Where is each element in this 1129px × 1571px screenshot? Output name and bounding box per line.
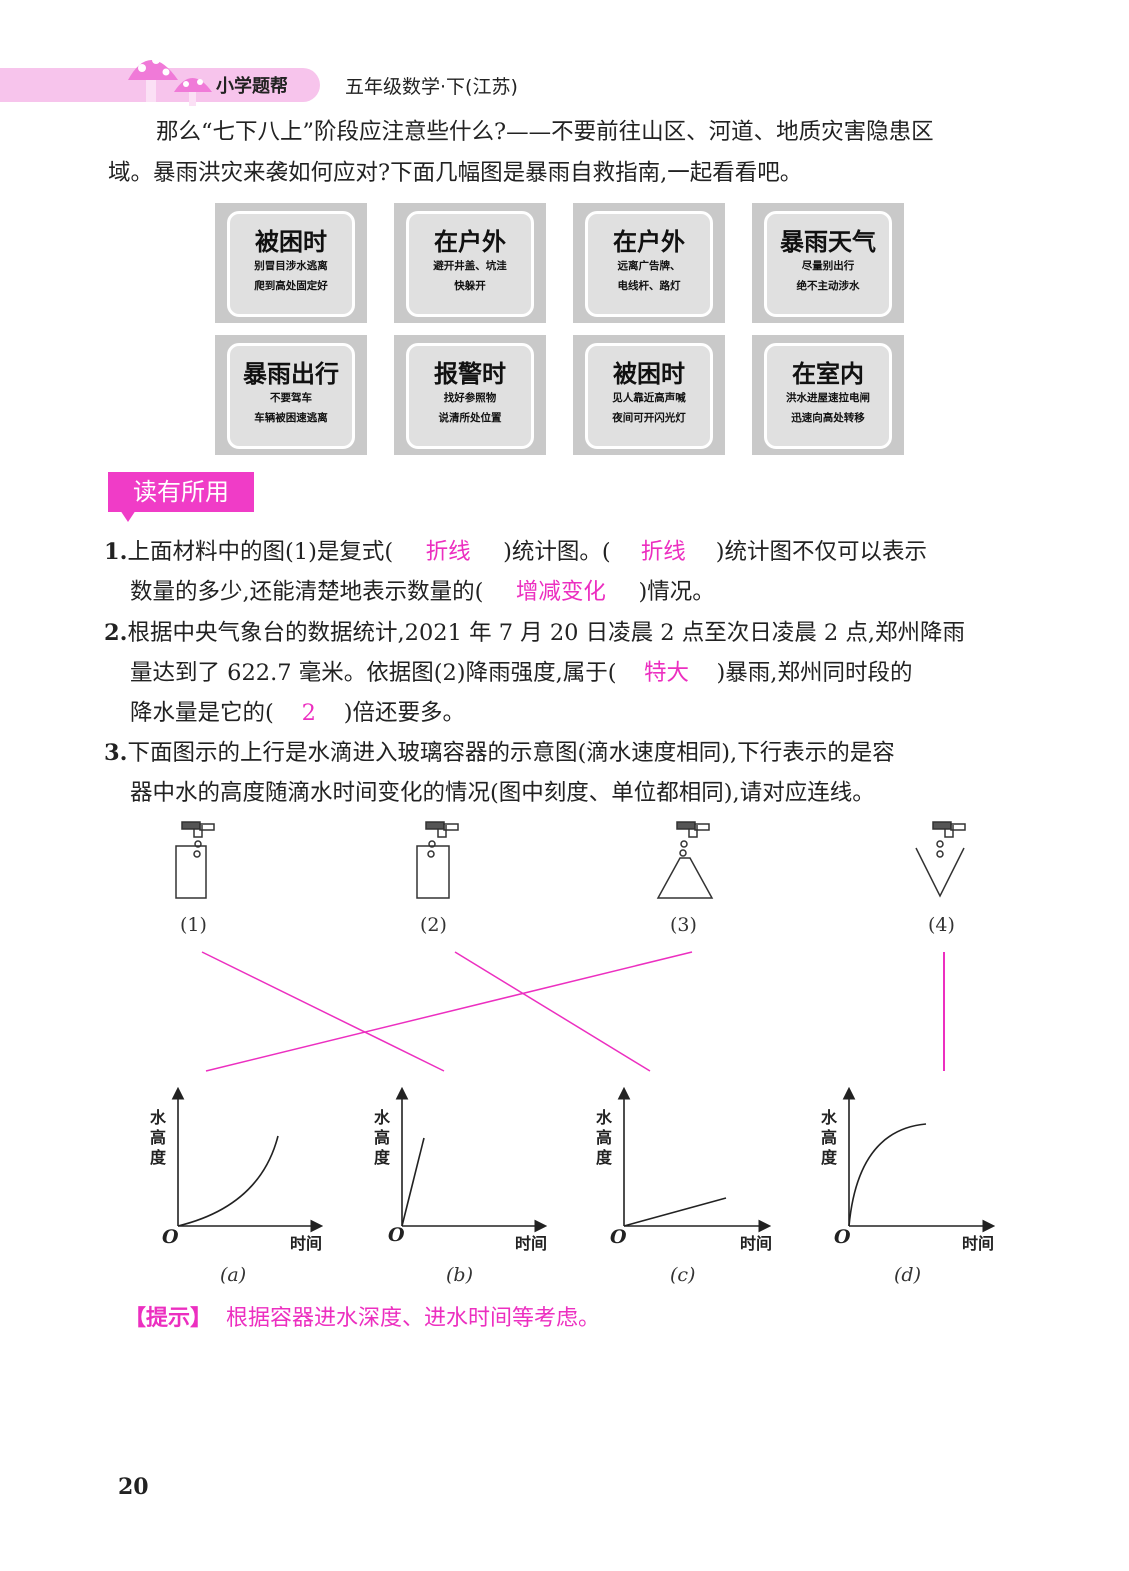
- faucet-icon: [676, 821, 710, 857]
- page-number: 20: [118, 1474, 149, 1500]
- container-narrow: [416, 845, 450, 899]
- container-tall-wide: [175, 845, 207, 899]
- guide-tile: 被困时见人靠近高声喊夜间可开闪光灯: [573, 335, 725, 455]
- graph-xlabel: 时间: [740, 1234, 773, 1253]
- hint-text: 根据容器进水深度、进水时间等考虑。: [226, 1306, 601, 1331]
- graph-label: (a): [220, 1264, 247, 1286]
- guide-tile: 暴雨出行不要驾车车辆被困速逃离: [215, 335, 367, 455]
- graph-ylabel: 水高度: [596, 1108, 613, 1167]
- guide-tile: 报警时找好参照物说清所处位置: [394, 335, 546, 455]
- answer-blank: 折线: [425, 539, 471, 565]
- match-line-1-b: [201, 951, 445, 1072]
- question-2: 2.根据中央气象台的数据统计,2021 年 7 月 20 日凌晨 2 点至次日凌…: [104, 620, 966, 646]
- container-label: (3): [670, 914, 697, 936]
- section-tag: 读有所用: [108, 472, 254, 512]
- book-title: 五年级数学·下(江苏): [345, 76, 518, 98]
- containers-figure: [175, 821, 966, 899]
- match-line-3-a: [205, 951, 693, 1072]
- container-label: (2): [420, 914, 447, 936]
- guide-tile: 在户外避开井盖、坑洼快躲开: [394, 203, 546, 323]
- container-label: (4): [928, 914, 955, 936]
- graph-xlabel: 时间: [962, 1234, 995, 1253]
- brand-label: 小学题帮: [216, 76, 288, 97]
- intro-line-1: 那么“七下八上”阶段应注意些什么?——不要前往山区、河道、地质灾害隐患区: [156, 119, 934, 145]
- graph-label: (d): [894, 1264, 921, 1286]
- question-3: 3.下面图示的上行是水滴进入玻璃容器的示意图(滴水速度相同),下行表示的是容: [104, 740, 895, 766]
- graph-origin: O: [834, 1226, 851, 1248]
- hint: 【提示】 根据容器进水深度、进水时间等考虑。: [124, 1300, 600, 1332]
- mushroom-logo-icon: [128, 56, 212, 106]
- question-1: 1.上面材料中的图(1)是复式(折线)统计图。(折线)统计图不仅可以表示: [104, 532, 1034, 573]
- section-tag-tail: [120, 510, 136, 522]
- intro-line-2: 域。暴雨洪灾来袭如何应对?下面几幅图是暴雨自救指南,一起看看吧。: [108, 160, 803, 186]
- match-line-2-c: [454, 951, 651, 1072]
- graph-origin: O: [610, 1226, 627, 1248]
- question-1-line-2: 数量的多少,还能清楚地表示数量的(增减变化)情况。: [130, 572, 1060, 613]
- graph-ylabel: 水高度: [821, 1108, 838, 1167]
- faucet-icon: [932, 821, 966, 858]
- answer-blank: 2: [301, 700, 316, 726]
- answer-blank: 折线: [640, 539, 686, 565]
- graph-xlabel: 时间: [515, 1234, 548, 1253]
- graphs-figure: [171, 1086, 996, 1233]
- curve-a: [177, 1135, 279, 1227]
- graph-origin: O: [162, 1226, 179, 1248]
- curve-c: [623, 1197, 727, 1227]
- guide-tile: 被困时别冒目涉水逃离爬到高处固定好: [215, 203, 367, 323]
- answer-blank: 特大: [644, 660, 690, 686]
- faucet-icon: [425, 821, 459, 858]
- graph-origin: O: [388, 1224, 405, 1246]
- container-label: (1): [180, 914, 207, 936]
- question-3-line-2: 器中水的高度随滴水时间变化的情况(图中刻度、单位都相同),请对应连线。: [130, 780, 875, 806]
- graph-ylabel: 水高度: [374, 1108, 391, 1167]
- container-cone-up: [656, 857, 714, 899]
- graph-label: (c): [670, 1264, 696, 1286]
- matching-lines: [201, 951, 945, 1072]
- question-2-line-2: 量达到了 622.7 毫米。依据图(2)降雨强度,属于(特大)暴雨,郑州同时段的: [130, 653, 1060, 694]
- question-2-line-3: 降水量是它的(2)倍还要多。: [130, 693, 1060, 734]
- faucet-icon: [181, 821, 215, 858]
- guide-tile: 在户外远离广告牌、电线杆、路灯: [573, 203, 725, 323]
- hint-tag: 【提示】: [124, 1306, 213, 1331]
- guide-tile: 在室内洪水进屋速拉电闸迅速向高处转移: [752, 335, 904, 455]
- answer-blank: 增减变化: [515, 579, 606, 605]
- graph-ylabel: 水高度: [150, 1108, 167, 1167]
- graph-label: (b): [446, 1264, 473, 1286]
- container-cone-down: [915, 847, 965, 898]
- graph-xlabel: 时间: [290, 1234, 323, 1253]
- guide-tile: 暴雨天气尽量别出行绝不主动涉水: [752, 203, 904, 323]
- curve-d: [848, 1123, 927, 1227]
- curve-b: [401, 1137, 425, 1227]
